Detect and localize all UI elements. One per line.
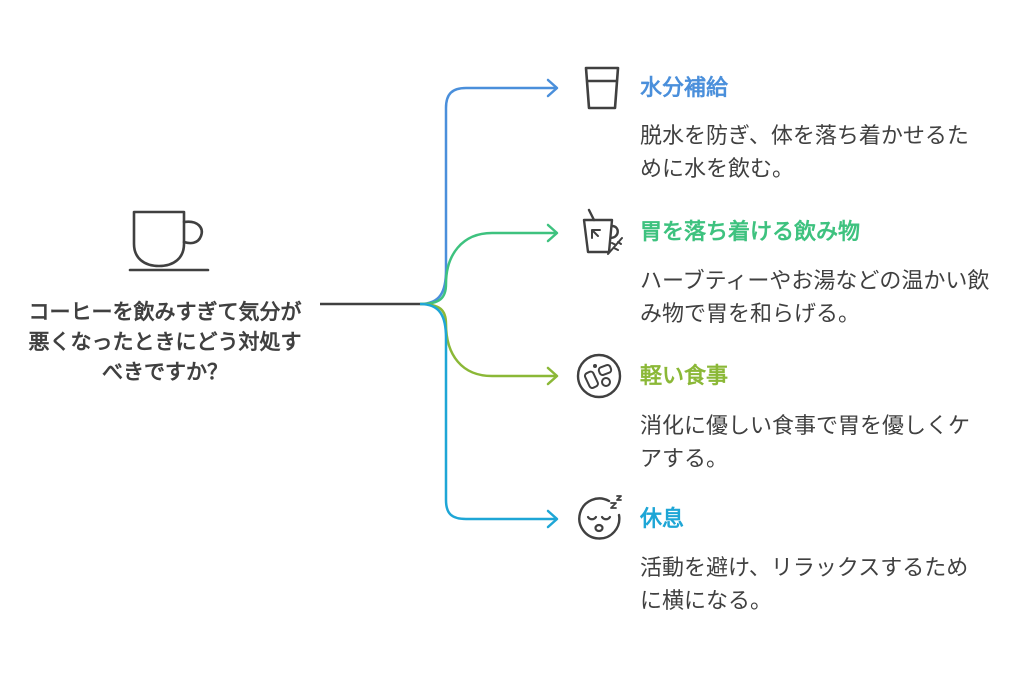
branch-title-light-meal: 軽い食事 [640, 364, 729, 389]
branch-title-rest: 休息 [640, 507, 685, 532]
root-question: コーヒーを飲みすぎて気分が悪くなったときにどう対処すべきですか？ [28, 300, 302, 384]
branch-desc-rest: 活動を避け、リラックスするために横になる。 [640, 556, 969, 614]
arrow-soothing-drinks [546, 223, 559, 243]
water-glass-icon [584, 66, 620, 110]
connector-rest [419, 302, 556, 521]
sleeping-face-icon [578, 495, 622, 540]
branch-desc-soothing-drinks: ハーブティーやお湯などの温かい飲み物で胃を和らげる。 [640, 269, 990, 327]
coffee-cup-icon [128, 210, 210, 272]
branch-title-soothing-drinks: 胃を落ち着ける飲み物 [640, 220, 861, 245]
branch-desc-light-meal: 消化に優しい食事で胃を優しくケアする。 [640, 414, 971, 472]
light-meal-icon [576, 353, 622, 399]
connector-soothing-drinks [419, 231, 556, 306]
connector-hydration [419, 86, 556, 306]
branch-desc-hydration: 脱水を防ぎ、体を落ち着かせるために水を飲む。 [640, 124, 969, 182]
herbal-tea-icon [582, 208, 623, 255]
arrow-light-meal [546, 366, 559, 386]
branch-title-hydration: 水分補給 [640, 76, 729, 101]
arrow-rest [546, 509, 559, 529]
arrow-hydration [546, 78, 559, 98]
